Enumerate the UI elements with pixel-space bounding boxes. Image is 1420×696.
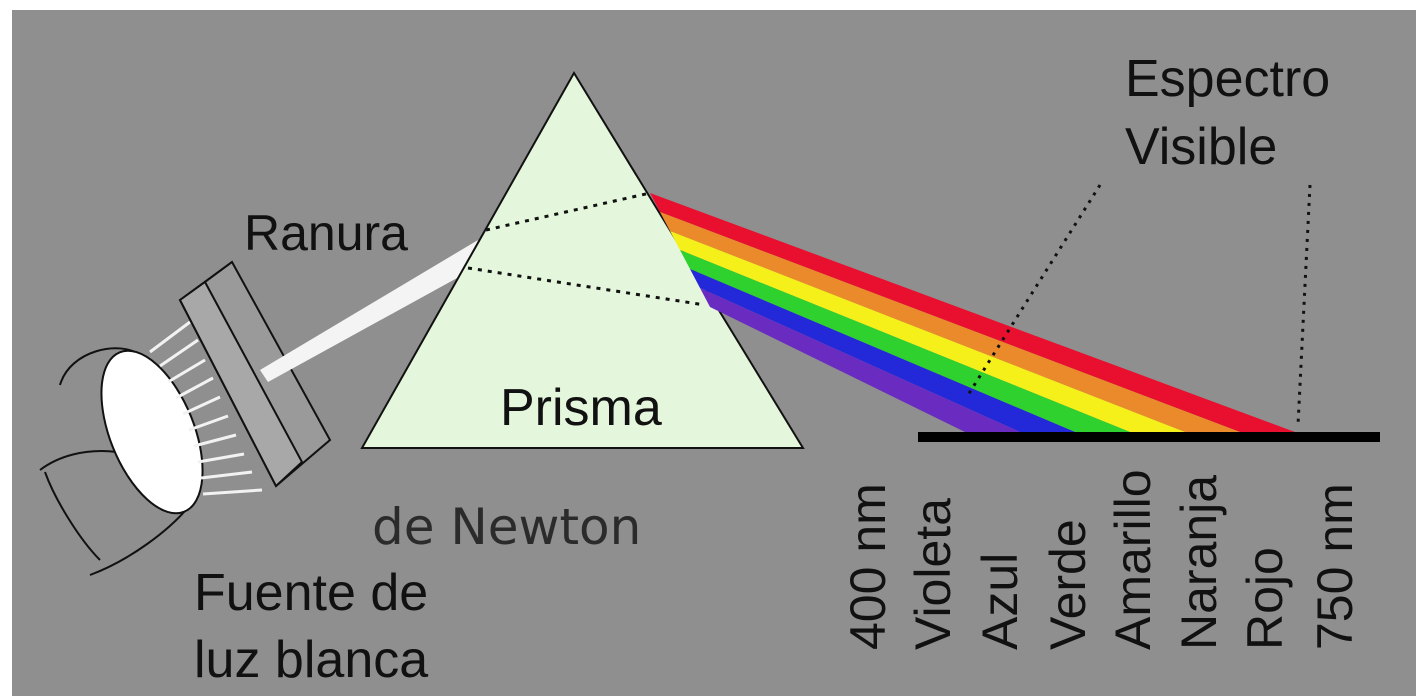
white-light-beam bbox=[260, 240, 478, 382]
label-de-newton: de Newton bbox=[372, 498, 641, 556]
label-ranura: Ranura bbox=[244, 205, 408, 261]
slit-block bbox=[178, 260, 332, 488]
label-espectro-line1: Espectro bbox=[1125, 50, 1330, 108]
scale-label-amarillo: Amarillo bbox=[1105, 469, 1161, 650]
scale-label-azul: Azul bbox=[972, 553, 1028, 650]
projection-screen-bar bbox=[918, 432, 1380, 442]
violet-band bbox=[700, 288, 1020, 432]
lamp-lens bbox=[100, 349, 204, 515]
scale-label-violeta: Violeta bbox=[905, 498, 961, 650]
orange-band bbox=[660, 212, 1240, 432]
espectro-pointer-right bbox=[1296, 184, 1312, 426]
scale-label-750nm: 750 nm bbox=[1307, 483, 1363, 650]
scale-label-verde: Verde bbox=[1040, 519, 1096, 650]
label-fuente-line1: Fuente de bbox=[194, 564, 428, 622]
scale-label-400nm: 400 nm bbox=[840, 483, 896, 650]
green-band bbox=[680, 250, 1130, 432]
scale-label-naranja: Naranja bbox=[1171, 475, 1227, 650]
internal-ray-upper bbox=[485, 191, 651, 232]
red-band bbox=[650, 193, 1295, 432]
blue-band bbox=[690, 269, 1075, 432]
yellow-band bbox=[670, 231, 1185, 432]
label-prisma: Prisma bbox=[500, 379, 662, 437]
lamp-light-rays bbox=[149, 320, 263, 496]
slit-block-edge bbox=[204, 261, 233, 283]
slit-block-face bbox=[178, 280, 304, 488]
lamp-housing-curve-bottom bbox=[89, 504, 191, 576]
label-espectro-line2: Visible bbox=[1125, 118, 1277, 176]
label-fuente-line2: luz blanca bbox=[194, 631, 428, 689]
spectrum-scale-labels: 400 nm Violeta Azul Verde Amarillo Naran… bbox=[840, 469, 1363, 650]
lamp-cable bbox=[44, 471, 101, 561]
scale-label-rojo: Rojo bbox=[1237, 547, 1293, 650]
white-light-source bbox=[39, 320, 263, 576]
spectrum-beams bbox=[650, 193, 1295, 432]
